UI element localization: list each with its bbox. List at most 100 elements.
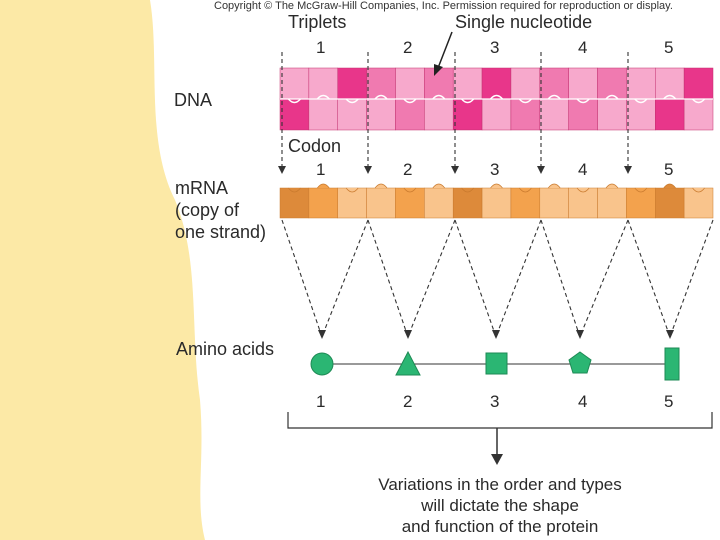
base-pair-notch [663, 94, 677, 100]
dna-bottom-cell [626, 98, 656, 131]
dna-top-cell [597, 67, 627, 100]
mrna-cell [395, 187, 425, 219]
mrna-base-bump [547, 183, 561, 189]
dna-bottom-cell [655, 98, 685, 131]
mrna-base-bump [374, 183, 388, 189]
codon-number-2: 2 [403, 160, 413, 179]
dna-top-cell [626, 67, 656, 100]
mrna-cell [655, 187, 685, 219]
dna-top-cell [337, 67, 367, 100]
dna-top-cell [539, 67, 569, 100]
base-pair-notch [605, 94, 619, 100]
mrna-cell [452, 187, 483, 219]
amino-number-4: 4 [578, 392, 588, 411]
funnel-arrowhead [576, 330, 584, 339]
mrna-base-bump [288, 187, 301, 193]
amino-number-5: 5 [664, 392, 674, 411]
mrna-base-bump [663, 183, 676, 189]
triplet-number-1: 1 [316, 38, 326, 57]
single-nucleotide-label: Single nucleotide [455, 12, 593, 32]
triplet-number-5: 5 [664, 38, 674, 57]
copyright-notice: Copyright © The McGraw-Hill Companies, I… [214, 0, 673, 12]
base-pair-notch [518, 98, 532, 104]
mrna-cell [597, 187, 627, 219]
base-pair-notch [547, 94, 561, 100]
codon-funnel-dash [281, 219, 322, 335]
amino-number-3: 3 [490, 392, 500, 411]
mrna-cell [539, 187, 569, 219]
bottom-bracket [287, 412, 713, 429]
codon-number-3: 3 [490, 160, 500, 179]
amino-acid-4-pentagon [568, 351, 592, 374]
mrna-base-bump [317, 183, 330, 189]
codon-funnel-dash [496, 219, 542, 335]
funnel-arrowhead [404, 330, 412, 339]
codon-funnel-dash [540, 219, 580, 335]
mrna-cell [510, 187, 541, 219]
base-pair-notch [345, 98, 359, 104]
nucleotide-pointer-arrowhead [434, 64, 443, 76]
base-pair-notch [432, 94, 446, 100]
mrna-cell [683, 187, 714, 219]
dna-top-cell [655, 67, 685, 100]
mrna-base-bump [461, 187, 474, 193]
amino-number-2: 2 [403, 392, 413, 411]
amino-acid-2-triangle [395, 350, 421, 376]
mrna-label-line-3: one strand) [175, 222, 267, 242]
triplet-number-2: 2 [403, 38, 413, 57]
funnel-arrowhead [666, 330, 674, 339]
base-pair-notch [634, 98, 648, 104]
divider-arrowhead [537, 166, 545, 174]
divider-arrowhead [278, 166, 286, 174]
mrna-label-line-2: (copy of [175, 200, 240, 220]
mrna-base-bump [519, 187, 532, 193]
mrna-base-bump [403, 187, 417, 193]
amino-acids-label: Amino acids [176, 339, 275, 359]
dna-bottom-cell [683, 98, 714, 131]
codon-number-5: 5 [664, 160, 674, 179]
funnel-arrowhead [318, 330, 326, 339]
dna-bottom-cell [452, 98, 483, 131]
dna-bottom-cell [395, 98, 425, 131]
mrna-base-bump [345, 187, 359, 193]
mrna-cell [337, 187, 367, 219]
dna-top-cell [481, 67, 512, 100]
dna-bottom-cell [337, 98, 367, 131]
amino-acid-1-circle [310, 352, 334, 376]
dna-top-cell [279, 67, 310, 100]
mrna-cell [424, 187, 454, 219]
dna-bottom-cell [424, 98, 454, 131]
dna-label: DNA [174, 90, 213, 110]
dna-bottom-cell [308, 98, 338, 131]
caption-line-2: will dictate the shape [421, 496, 579, 515]
triplets-label: Triplets [288, 12, 347, 32]
dna-strip [279, 67, 714, 131]
mrna-label-line-1: mRNA [175, 178, 228, 198]
mrna-base-bump [432, 183, 446, 189]
base-pair-notch [403, 98, 417, 104]
codon-funnel-dash [580, 219, 629, 335]
base-pair-notch [576, 98, 590, 104]
base-pair-notch [692, 98, 706, 104]
mrna-cell [481, 187, 512, 219]
divider-arrowhead [364, 166, 372, 174]
dna-bottom-cell [279, 98, 310, 131]
amino-acid-3-square [485, 352, 508, 375]
dna-top-cell [568, 67, 598, 100]
codon-funnel-dash [408, 219, 456, 335]
dna-bottom-cell [366, 98, 396, 131]
triplet-number-4: 4 [578, 38, 588, 57]
codon-funnel-dash [367, 219, 408, 335]
amino-number-1: 1 [316, 392, 326, 411]
codon-funnel-dash [454, 219, 496, 335]
dna-top-cell [308, 67, 338, 100]
codon-label: Codon [288, 136, 342, 156]
codon-number-1: 1 [316, 160, 326, 179]
mrna-base-bump [605, 183, 619, 189]
funnel-arrowhead [492, 330, 500, 339]
dna-bottom-cell [510, 98, 541, 131]
mrna-base-bump [692, 187, 705, 193]
codon-number-4: 4 [578, 160, 588, 179]
mrna-base-bump [634, 187, 648, 193]
base-pair-notch [316, 94, 330, 100]
